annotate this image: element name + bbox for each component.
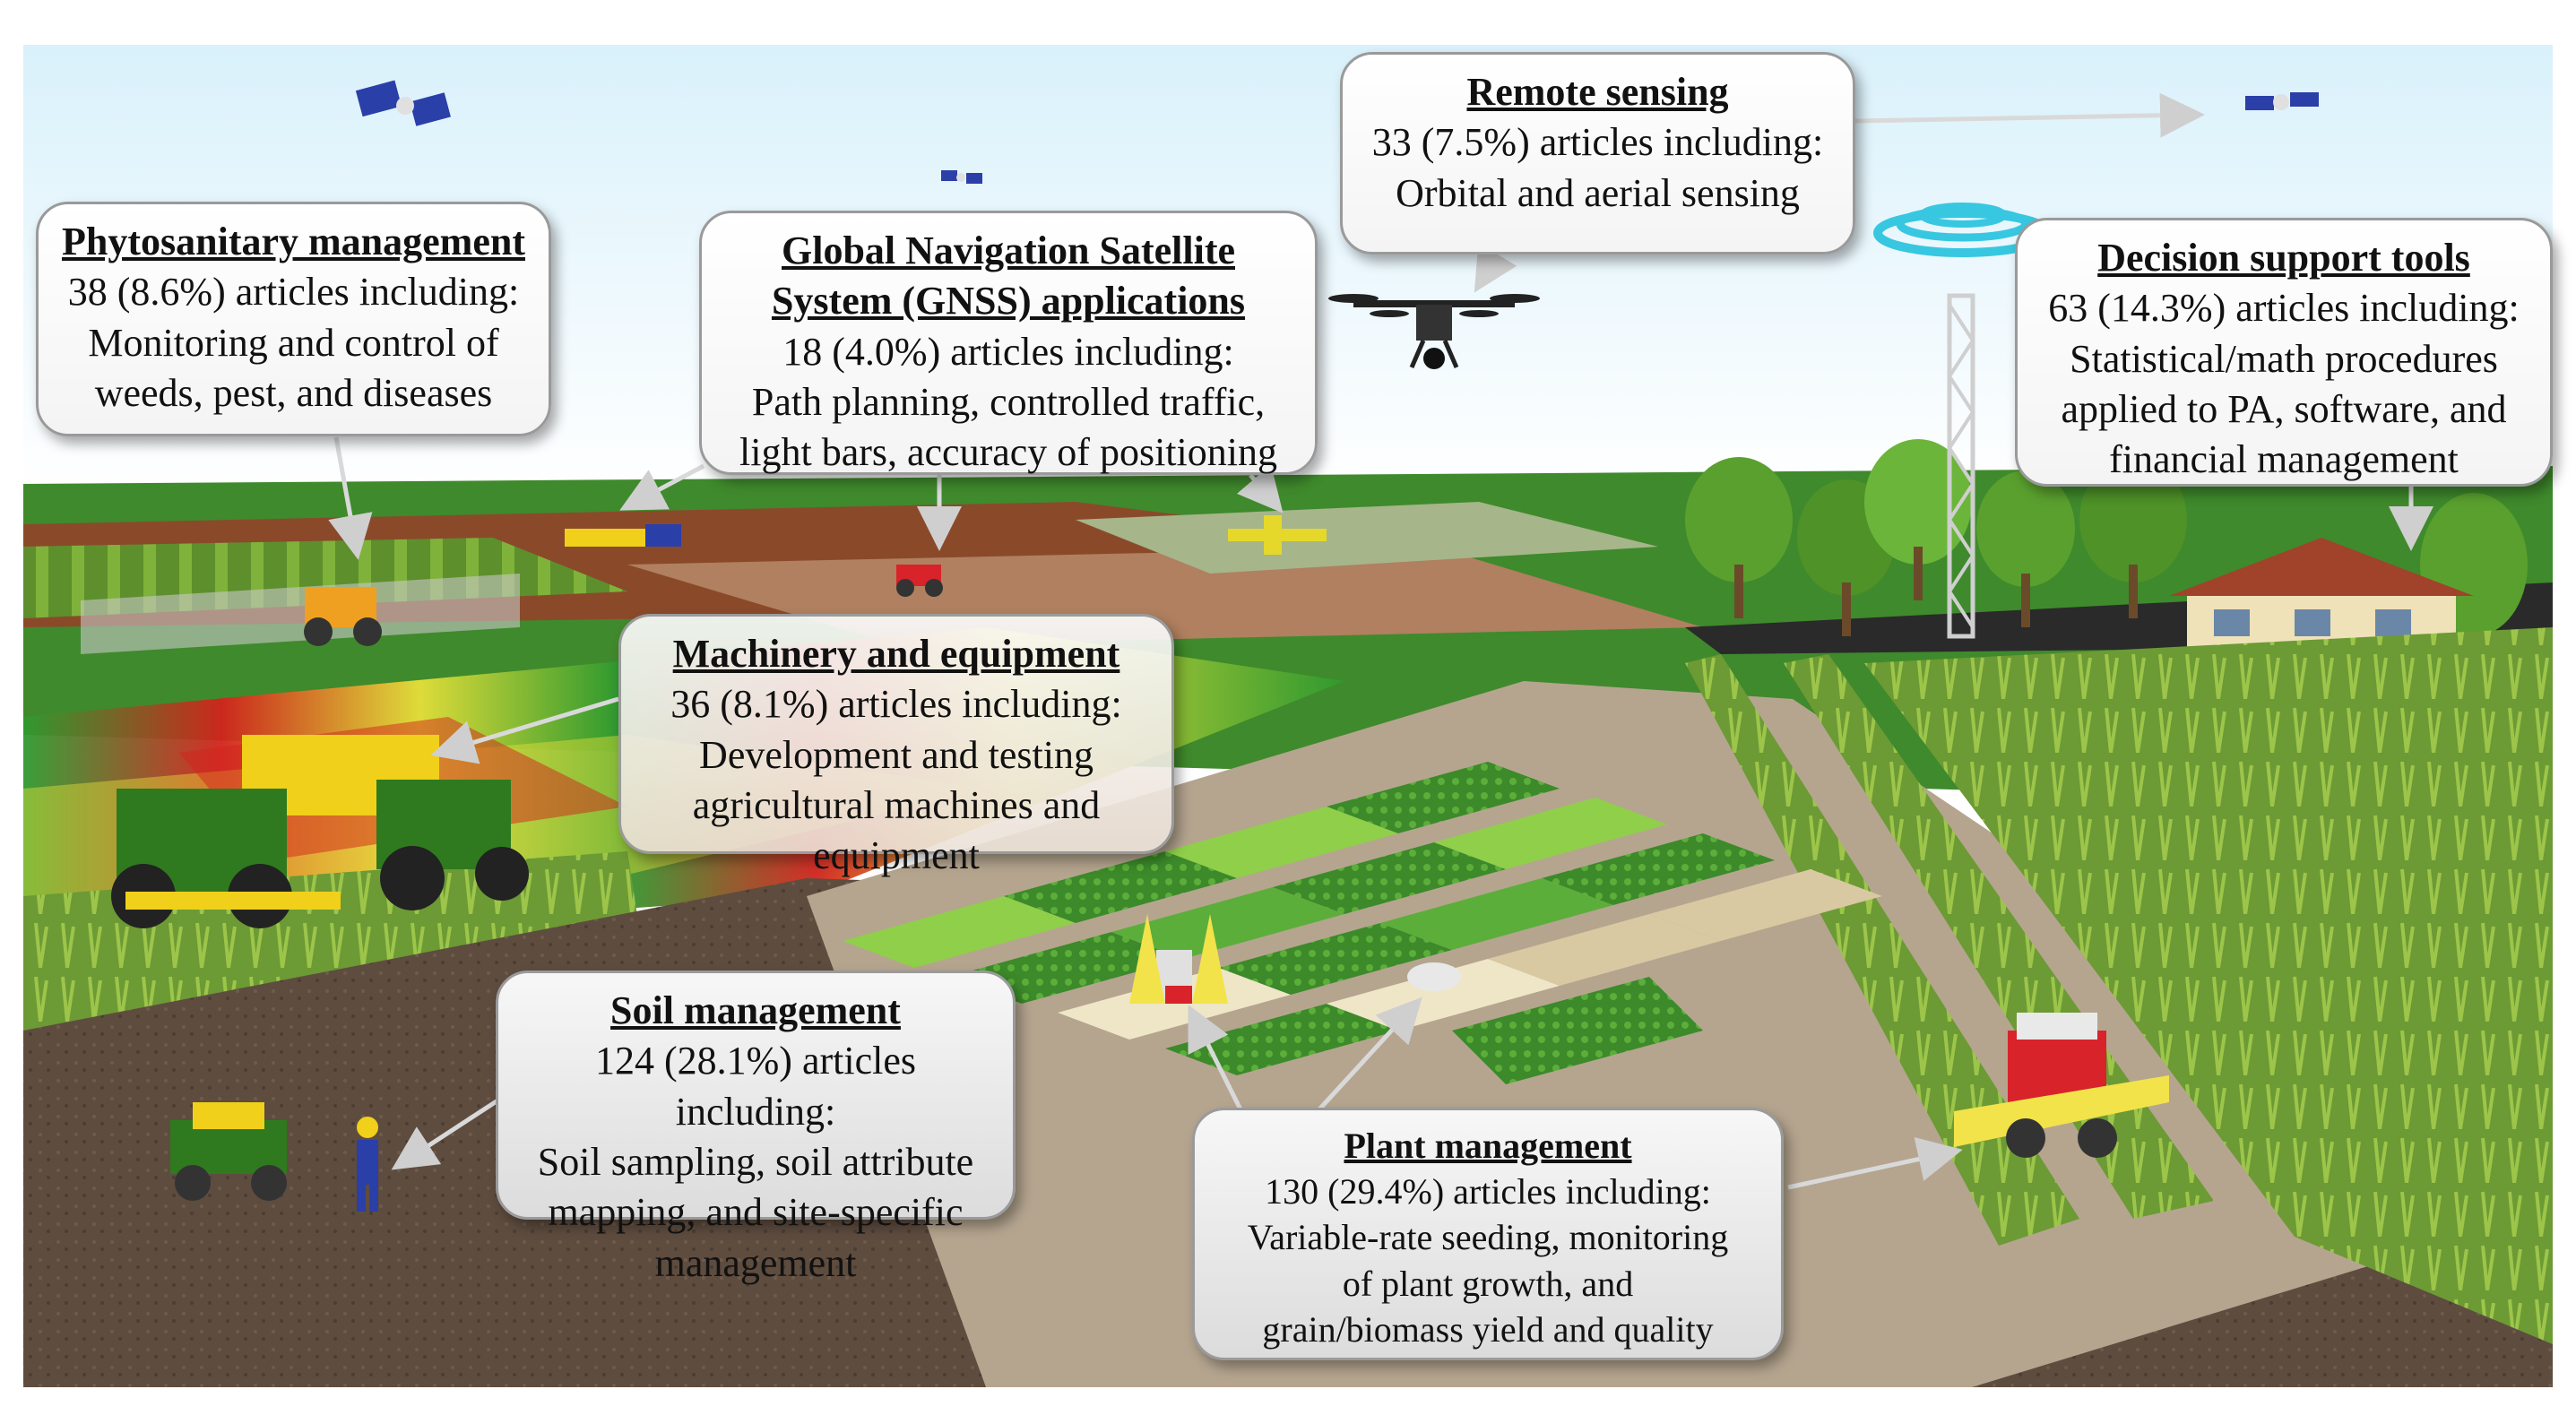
callout-soil-management: Soil management 124 (28.1%) articles inc… bbox=[496, 971, 1016, 1285]
callout-line: grain/biomass yield and quality bbox=[1262, 1308, 1714, 1350]
satellite-icon bbox=[2245, 92, 2319, 110]
callout-count: 18 (4.0%) articles including: bbox=[782, 329, 1234, 374]
callout-remote-sensing: Remote sensing 33 (7.5%) articles includ… bbox=[1340, 52, 1855, 255]
callout-phytosanitary-management: Phytosanitary management 38 (8.6%) artic… bbox=[36, 202, 551, 436]
callout-line: light bars, accuracy of positioning bbox=[739, 430, 1277, 475]
utility-vehicle bbox=[170, 1102, 287, 1201]
callout-title: Soil management bbox=[610, 988, 901, 1032]
satellite-icon bbox=[355, 80, 451, 126]
callout-title: Remote sensing bbox=[1466, 70, 1729, 114]
callout-count: 38 (8.6%) articles including: bbox=[67, 270, 520, 315]
callout-line: financial management bbox=[2109, 437, 2459, 482]
callout-line: Path planning, controlled traffic, bbox=[751, 379, 1266, 424]
callout-count: 33 (7.5%) articles including: bbox=[1371, 120, 1824, 165]
callout-line: applied to PA, software, and bbox=[2061, 386, 2507, 431]
drone-icon bbox=[1328, 294, 1540, 369]
phenotyping-robots bbox=[1129, 914, 1461, 1004]
red-tractor-right bbox=[1954, 1013, 2169, 1158]
callout-plant-management: Plant management 130 (29.4%) articles in… bbox=[1192, 1108, 1784, 1360]
callout-count: 63 (14.3%) articles including: bbox=[2048, 286, 2520, 331]
callout-line: Monitoring and control of bbox=[88, 320, 499, 365]
callout-line: Development and testing bbox=[699, 732, 1094, 777]
callout-line: management bbox=[654, 1240, 857, 1285]
callout-title: Global Navigation Satellite bbox=[782, 229, 1235, 272]
soil-sampler-person bbox=[357, 1117, 378, 1212]
sprayer-tractor bbox=[81, 574, 520, 654]
callout-machinery-and-equipment: Machinery and equipment 36 (8.1%) articl… bbox=[618, 614, 1174, 877]
callout-title: Decision support tools bbox=[2097, 236, 2470, 280]
callout-gnss-applications: Global Navigation Satellite System (GNSS… bbox=[699, 211, 1318, 475]
callout-count: 124 (28.1%) articles including: bbox=[595, 1039, 916, 1134]
callout-line: equipment bbox=[813, 833, 980, 878]
red-tractor-center bbox=[896, 565, 943, 597]
callout-line: agricultural machines and bbox=[692, 782, 1101, 827]
callout-title: Phytosanitary management bbox=[62, 220, 525, 263]
callout-line: Soil sampling, soil attribute bbox=[537, 1139, 974, 1184]
orchard-trees bbox=[1685, 439, 2528, 636]
callout-title: Machinery and equipment bbox=[672, 632, 1120, 676]
satellite-icon bbox=[941, 170, 982, 184]
harvester-group bbox=[111, 735, 529, 928]
callout-title: System (GNSS) applications bbox=[771, 279, 1246, 324]
callout-line: mapping, and site-specific bbox=[548, 1190, 964, 1235]
callout-line: Statistical/math procedures bbox=[2070, 336, 2498, 381]
callout-count: 36 (8.1%) articles including: bbox=[670, 682, 1122, 727]
callout-count: 130 (29.4%) articles including: bbox=[1265, 1171, 1711, 1212]
callout-title: Plant management bbox=[1344, 1126, 1632, 1166]
seeder-tractor bbox=[565, 524, 681, 547]
callout-line: weeds, pest, and diseases bbox=[94, 370, 493, 415]
callout-line: Variable-rate seeding, monitoring bbox=[1247, 1217, 1729, 1258]
callout-decision-support-tools: Decision support tools 63 (14.3%) articl… bbox=[2015, 218, 2553, 487]
callout-line: Orbital and aerial sensing bbox=[1396, 170, 1800, 215]
connector-arrows bbox=[328, 92, 2433, 1190]
crop-duster-plane bbox=[1228, 515, 1327, 555]
airfield bbox=[1076, 502, 1658, 574]
callout-line: of plant growth, and bbox=[1342, 1263, 1634, 1304]
